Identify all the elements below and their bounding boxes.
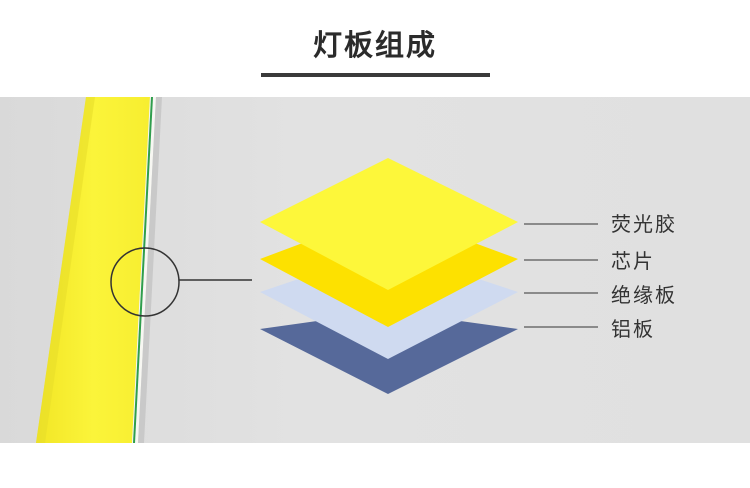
title-underline — [261, 73, 490, 77]
composition-panel: 荧光胶 芯片 绝缘板 铝板 — [0, 97, 750, 443]
page-title: 灯板组成 — [312, 28, 437, 62]
label-insulation: 绝缘板 — [611, 283, 677, 307]
board-face — [36, 97, 150, 443]
magnify-circle — [110, 247, 180, 317]
layer-phosphor — [260, 158, 518, 290]
label-chip: 芯片 — [611, 249, 655, 273]
board-green-line — [133, 97, 153, 443]
board-back-edge — [138, 97, 162, 443]
led-board-diagram — [36, 97, 598, 443]
label-aluminum: 铝板 — [611, 317, 655, 341]
label-phosphor: 荧光胶 — [611, 212, 677, 236]
layer-stack — [260, 158, 518, 394]
led-board-image — [36, 97, 162, 443]
board-left-edge — [36, 97, 95, 443]
